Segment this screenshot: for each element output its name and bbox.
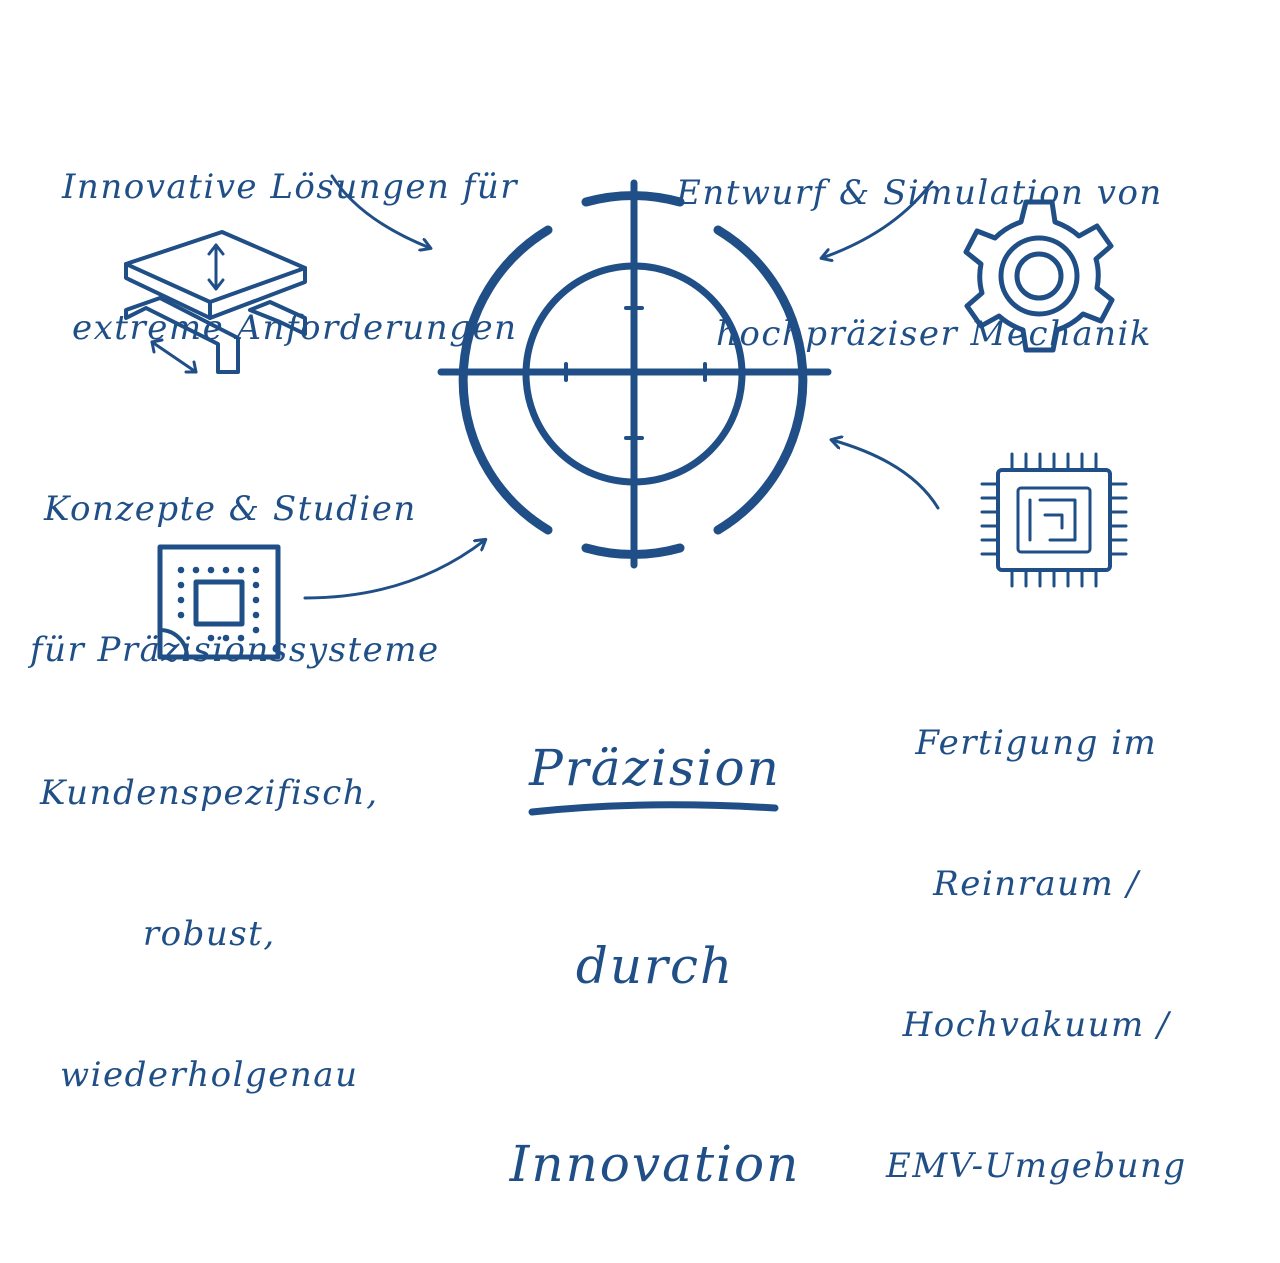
- label-line: EMV-Umgebung: [886, 1146, 1187, 1186]
- outer-ring-left: [458, 225, 553, 535]
- component-board-icon: [157, 544, 281, 660]
- gear-icon: [963, 199, 1115, 353]
- label-line: Innovative Lösungen für: [62, 167, 518, 207]
- label-line: Entwurf & Simulation von: [676, 173, 1163, 213]
- title-line: Innovation: [509, 1135, 801, 1193]
- precision-stage-icon: [124, 230, 307, 374]
- label-line: Fertigung im: [915, 723, 1158, 763]
- diagram-graphics: [124, 174, 1128, 816]
- title-line: Präzision: [529, 739, 781, 797]
- title-underline: [528, 801, 779, 816]
- center-title: Präzision durch Innovation: [490, 603, 820, 1263]
- label-line: Konzepte & Studien: [44, 489, 417, 529]
- label-custom-robust: Kundenspezifisch, robust, wiederholgenau: [40, 676, 379, 1146]
- label-line: Hochvakuum /: [902, 1005, 1171, 1045]
- label-line: hochpräziser Mechanik: [716, 314, 1153, 354]
- outer-ring-right: [713, 225, 808, 535]
- arrow-cleanroom-to-target: [832, 440, 940, 510]
- label-innovative-solutions: Innovative Lösungen für extreme Anforder…: [62, 70, 518, 399]
- arrow-design-to-target: [822, 180, 934, 258]
- label-design-simulation: Entwurf & Simulation von hochpräziser Me…: [676, 76, 1163, 405]
- label-cleanroom-manufacturing: Fertigung im Reinraum / Hochvakuum / EMV…: [886, 626, 1187, 1237]
- label-line: extreme Anforderungen: [72, 308, 518, 348]
- label-line: Reinraum /: [933, 864, 1140, 904]
- label-concepts-studies: Konzepte & Studien für Präzisionssysteme: [30, 392, 440, 721]
- arrow-innovative-to-target: [330, 174, 430, 248]
- label-line: robust,: [142, 914, 276, 954]
- crosshair-target-icon: [437, 179, 832, 569]
- label-line: für Präzisionssysteme: [30, 630, 440, 670]
- arrow-custom-to-target: [303, 540, 485, 600]
- microchip-icon: [980, 452, 1128, 588]
- title-line: durch: [575, 937, 735, 995]
- label-line: Kundenspezifisch,: [40, 773, 379, 813]
- label-line: wiederholgenau: [60, 1055, 359, 1095]
